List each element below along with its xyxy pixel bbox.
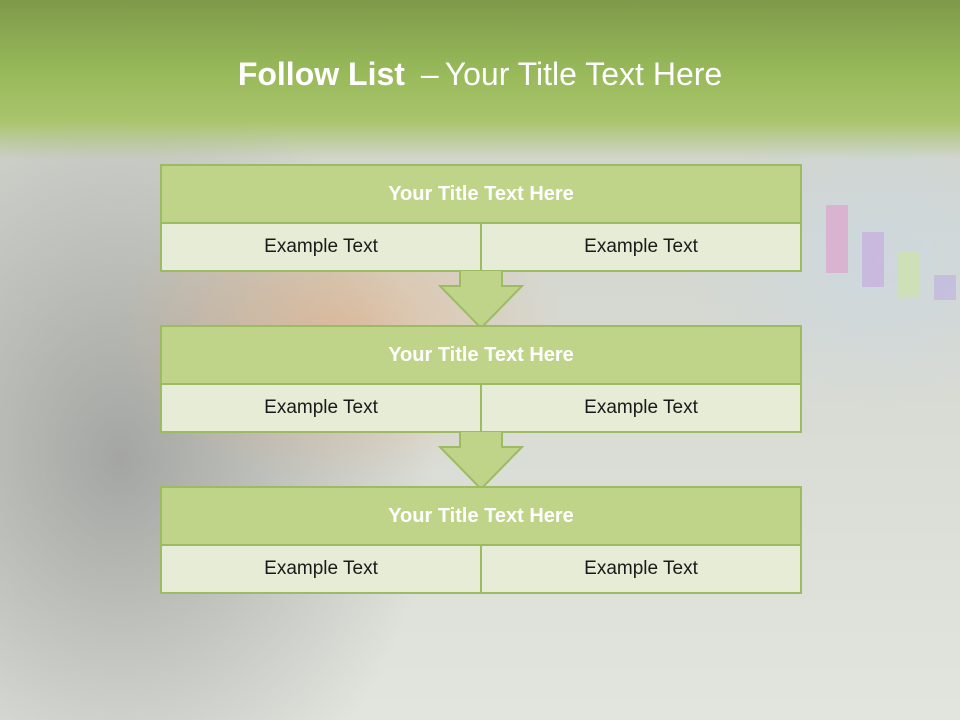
step-cell-right: Example Text (480, 385, 800, 431)
slide-title-rest: Your Title Text Here (444, 56, 723, 92)
background-chart-bar (898, 252, 920, 297)
step-cell-left: Example Text (264, 236, 378, 257)
slide-title-separator: – (420, 56, 439, 92)
step-title: Your Title Text Here (162, 327, 800, 385)
step-cell-right: Example Text (480, 224, 800, 270)
step-row: Example Text Example Text (162, 224, 800, 270)
background-chart-bar (934, 275, 956, 300)
step-title: Your Title Text Here (162, 166, 800, 224)
step-block-2: Your Title Text Here Example Text Exampl… (160, 325, 802, 433)
background-chart-bar (862, 232, 884, 287)
header-band (0, 0, 960, 160)
down-arrow-icon (438, 270, 524, 330)
step-row: Example Text Example Text (162, 385, 800, 431)
step-cell-right: Example Text (480, 546, 800, 592)
step-cell-left: Example Text (264, 558, 378, 579)
step-row: Example Text Example Text (162, 546, 800, 592)
background-chart-bar (826, 205, 848, 273)
slide-title-bold: Follow List (237, 56, 405, 92)
step-title: Your Title Text Here (162, 488, 800, 546)
step-cell-left: Example Text (264, 397, 378, 418)
slide-title: Follow List–Your Title Text Here (0, 56, 960, 93)
down-arrow-icon (438, 431, 524, 491)
step-block-1: Your Title Text Here Example Text Exampl… (160, 164, 802, 272)
step-block-3: Your Title Text Here Example Text Exampl… (160, 486, 802, 594)
